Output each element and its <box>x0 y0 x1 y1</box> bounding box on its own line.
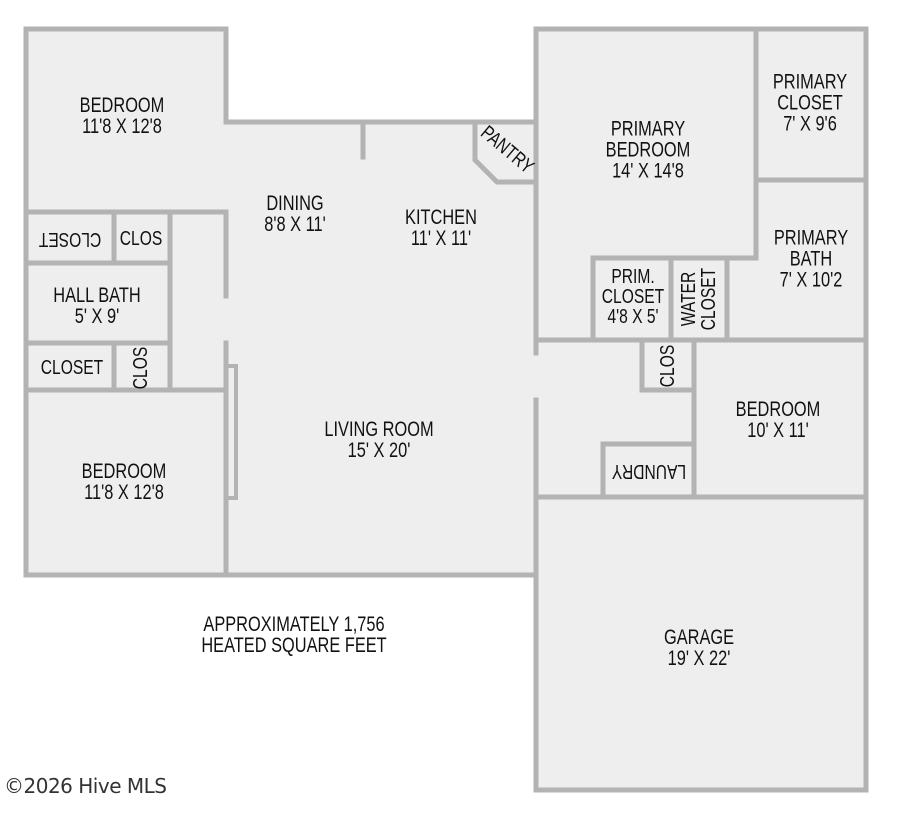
room-name: KITCHEN <box>405 206 477 229</box>
room-name-line1: WATER <box>678 271 700 327</box>
area-line1: APPROXIMATELY 1,756 <box>203 613 385 636</box>
room-water-closet: WATER CLOSET <box>678 267 720 331</box>
room-dimensions: 5' X 9' <box>74 305 120 328</box>
room-name-line1: PRIMARY <box>610 117 686 141</box>
room-name: CLOS <box>130 346 152 390</box>
floor-fills <box>26 29 866 790</box>
room-clos-sw: CLOS <box>130 346 152 390</box>
room-name: LIVING ROOM <box>324 418 434 441</box>
room-name-line2: CLOSET <box>698 267 720 331</box>
room-dimensions: 15' X 20' <box>347 439 411 462</box>
room-prim-closet: PRIM. CLOSET 4'8 X 5' <box>602 267 664 327</box>
room-laundry: LAUNDRY <box>611 460 687 482</box>
room-name: CLOSET <box>38 228 102 250</box>
room-closet-nw: CLOSET <box>38 228 102 250</box>
room-dimensions: 10' X 11' <box>747 419 809 442</box>
room-name: CLOS <box>119 228 163 250</box>
room-bedroom-sw: BEDROOM 11'8 X 12'8 <box>82 461 167 503</box>
room-dimensions: 11' X 11' <box>410 227 472 250</box>
room-bedroom-east: BEDROOM 10' X 11' <box>736 399 821 441</box>
room-primary-closet: PRIMARY CLOSET 7' X 9'6 <box>773 72 847 135</box>
room-dining: DINING 8'8 X 11' <box>264 193 326 235</box>
heated-area-note: APPROXIMATELY 1,756 HEATED SQUARE FEET <box>201 614 386 656</box>
room-dimensions: 14' X 14'8 <box>612 159 684 183</box>
room-name-line2: BEDROOM <box>605 138 691 162</box>
room-name-line1: PRIMARY <box>772 70 848 94</box>
room-name-line2: BATH <box>789 247 833 271</box>
room-dimensions: 4'8 X 5' <box>607 306 659 328</box>
room-name: BEDROOM <box>79 94 165 117</box>
room-name-line2: CLOSET <box>777 91 843 115</box>
room-name: LAUNDRY <box>611 460 687 482</box>
room-kitchen: KITCHEN 11' X 11' <box>405 207 477 249</box>
room-clos-east: CLOS <box>657 344 679 388</box>
room-name-line2: CLOSET <box>601 286 665 308</box>
room-dimensions: 7' X 9'6 <box>783 112 837 136</box>
room-primary-bath: PRIMARY BATH 7' X 10'2 <box>774 228 848 291</box>
area-line2: HEATED SQUARE FEET <box>201 634 387 657</box>
room-name: GARAGE <box>663 626 735 649</box>
room-name-line1: PRIMARY <box>773 226 849 250</box>
room-garage: GARAGE 19' X 22' <box>664 627 734 669</box>
room-dimensions: 8'8 X 11' <box>264 213 326 236</box>
copyright-watermark: ©2026 Hive MLS <box>4 774 167 798</box>
room-hall-bath: HALL BATH 5' X 9' <box>53 285 140 327</box>
room-primary-bedroom: PRIMARY BEDROOM 14' X 14'8 <box>606 119 691 182</box>
room-name: BEDROOM <box>81 460 167 483</box>
room-dimensions: 11'8 X 12'8 <box>84 481 164 504</box>
room-dimensions: 19' X 22' <box>667 647 731 670</box>
room-name: CLOS <box>657 344 679 388</box>
room-living-room: LIVING ROOM 15' X 20' <box>324 419 433 461</box>
room-dimensions: 11'8 X 12'8 <box>82 115 162 138</box>
room-name: HALL BATH <box>53 284 141 307</box>
room-name-line1: PRIM. <box>611 266 655 288</box>
room-closet-sw: CLOSET <box>41 358 103 378</box>
room-name: DINING <box>266 192 324 215</box>
room-dimensions: 7' X 10'2 <box>779 268 843 292</box>
room-name: CLOSET <box>40 357 104 379</box>
room-name: BEDROOM <box>735 398 821 421</box>
walls <box>23 26 869 793</box>
room-bedroom-nw: BEDROOM 11'8 X 12'8 <box>80 95 165 137</box>
room-clos-nw: CLOS <box>120 229 162 249</box>
